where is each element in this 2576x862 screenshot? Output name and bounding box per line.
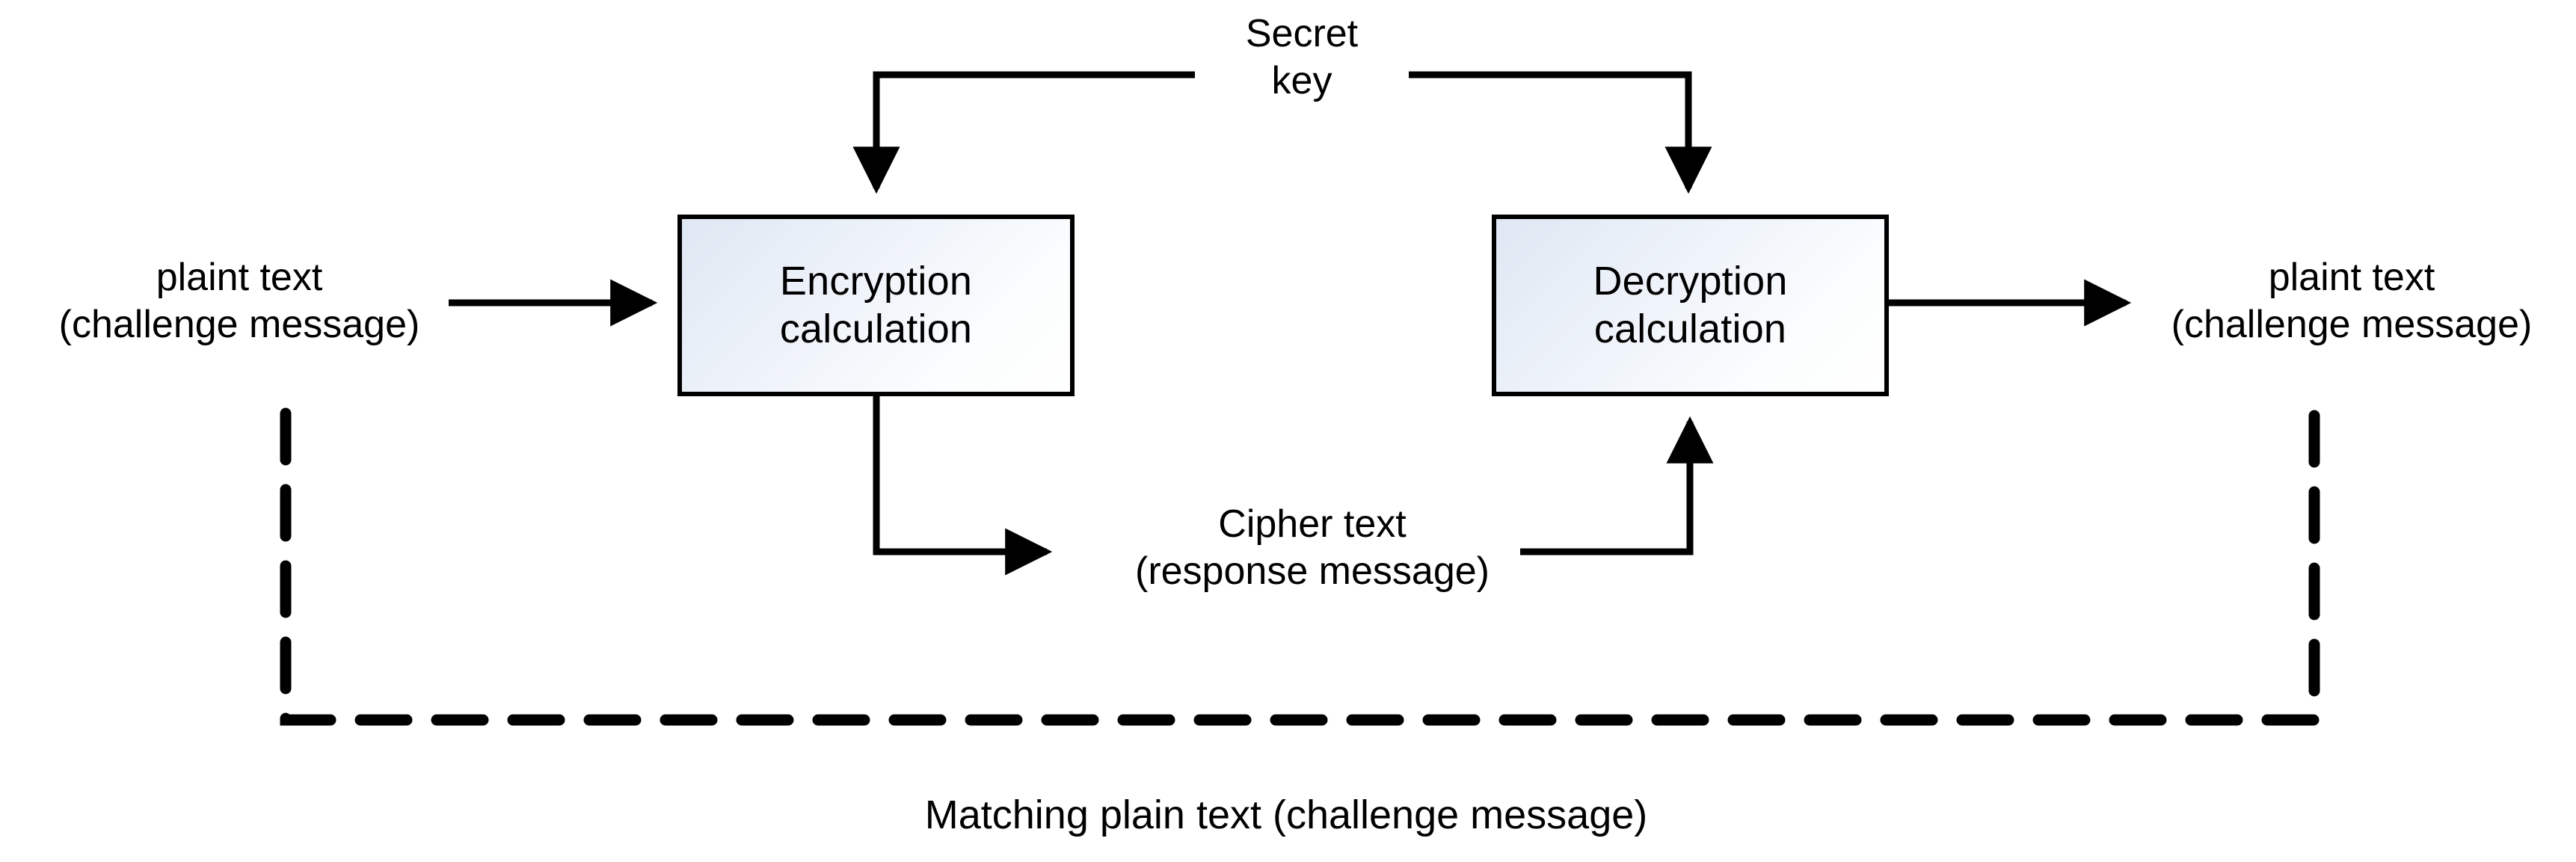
- label-input-plaintext: plaint text(challenge message): [45, 254, 434, 349]
- label-output-plaintext-line2: (challenge message): [2171, 303, 2533, 347]
- label-secret-key-line2: key: [1271, 59, 1332, 103]
- connector-secretkey-to-encryption: [852, 71, 1195, 194]
- caption-matching-plain-text: Matching plain text (challenge message): [924, 792, 1648, 837]
- label-input-plaintext-line2: (challenge message): [58, 303, 420, 347]
- connector-encryption-to-ciphertext: [873, 396, 1053, 576]
- node-encryption-line2: calculation: [779, 306, 973, 351]
- label-input-plaintext-line1: plaint text: [156, 256, 323, 299]
- label-cipher-text: Cipher text(response message): [1107, 501, 1518, 596]
- label-cipher-text-line2: (response message): [1135, 549, 1490, 594]
- dashed-comparison-bracket: [280, 407, 2320, 726]
- node-encryption-line1: Encryption: [779, 258, 973, 304]
- connector-ciphertext-to-decryption: [1520, 416, 1714, 555]
- connector-secretkey-to-decryption: [1409, 71, 1712, 194]
- node-decryption-line1: Decryption: [1593, 258, 1788, 304]
- label-output-plaintext-line1: plaint text: [2268, 256, 2435, 299]
- label-output-plaintext: plaint text(challenge message): [2142, 254, 2561, 349]
- label-cipher-text-line1: Cipher text: [1218, 502, 1407, 546]
- node-decryption-line2: calculation: [1593, 306, 1787, 351]
- label-secret-key-line1: Secret: [1245, 12, 1359, 55]
